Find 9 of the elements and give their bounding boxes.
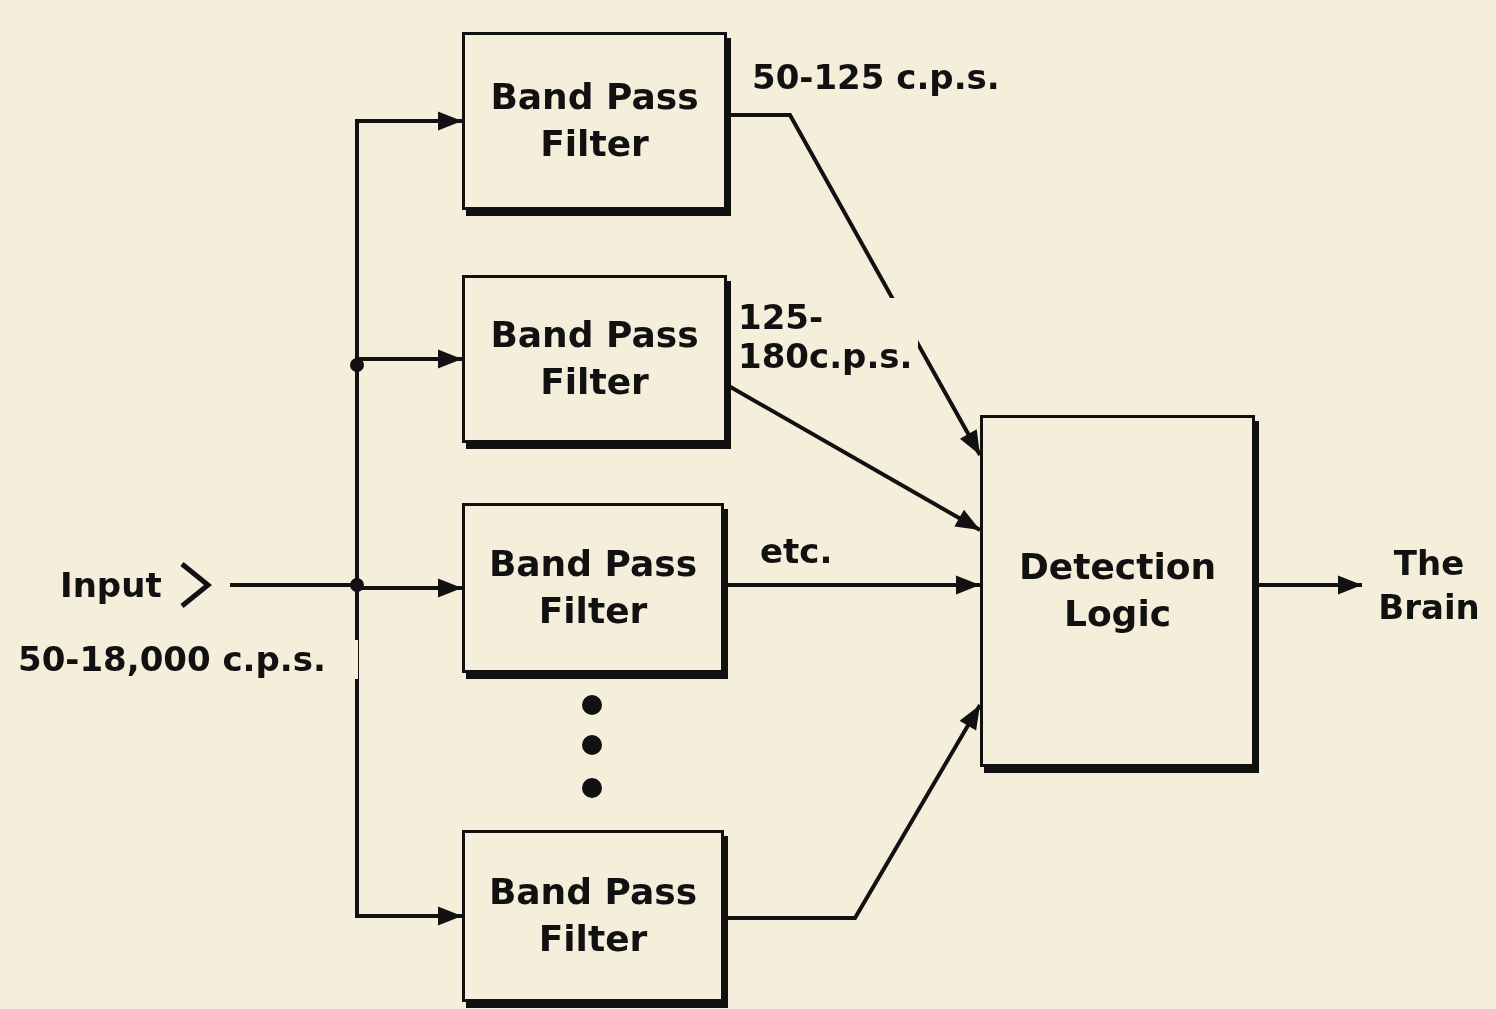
node-label: Band Pass Filter xyxy=(487,542,699,633)
node-label: The Brain xyxy=(1377,541,1481,629)
node-label: Detection Logic xyxy=(1017,545,1218,636)
node-label: Input xyxy=(60,563,162,607)
node-label: Band Pass Filter xyxy=(487,870,699,961)
frequency-range-label: 50-18,000 c.p.s. xyxy=(18,640,358,680)
node-label: Band Pass Filter xyxy=(489,313,700,404)
node-label: Band Pass Filter xyxy=(489,75,700,166)
edge-label: 125- 180c.p.s. xyxy=(738,298,918,377)
